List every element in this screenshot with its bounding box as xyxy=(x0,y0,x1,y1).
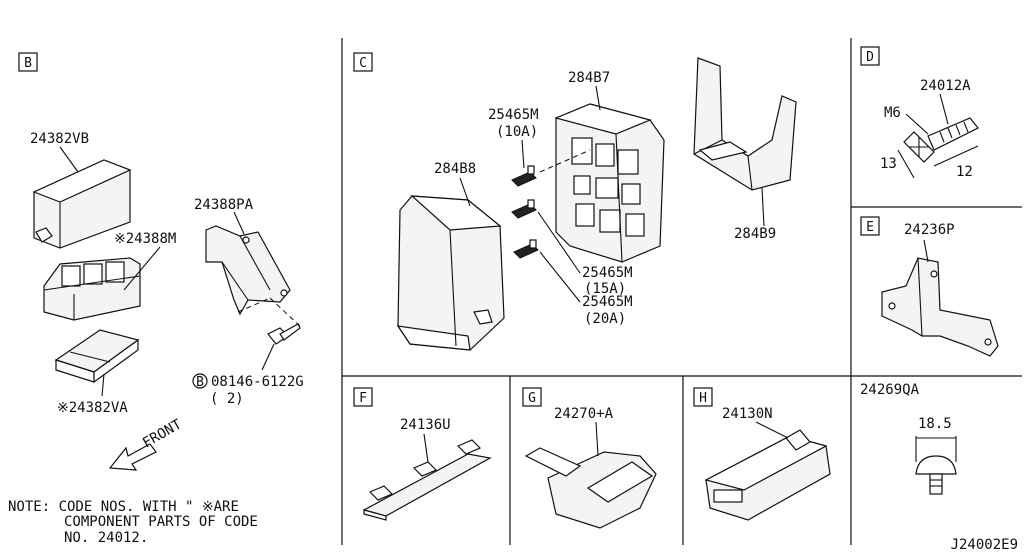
label-bolt: B 08146-6122G ( 2) xyxy=(192,373,304,407)
part-bolt-08146 xyxy=(267,323,301,345)
part-24012a-bolt xyxy=(903,117,979,163)
note-line-3: NO. 24012. xyxy=(64,530,148,546)
label-24382va: ※24382VA xyxy=(57,400,128,416)
part-fuse-15a xyxy=(511,199,537,219)
section-e-letter: E xyxy=(866,220,874,235)
label-24136u: 24136U xyxy=(400,417,451,433)
label-284b9: 284B9 xyxy=(734,226,776,242)
part-fuse-10a xyxy=(511,165,537,187)
front-label: FRONT xyxy=(140,416,185,451)
part-24130n-connector xyxy=(704,429,831,521)
part-284b7-fuse-block xyxy=(554,103,665,263)
label-24012a: 24012A xyxy=(920,78,971,94)
label-25465m-20a: 25465M xyxy=(582,294,633,310)
section-g-tag: G xyxy=(522,387,542,407)
label-25465m-15a-rating: (15A) xyxy=(584,281,626,297)
label-25465m-20a-rating: (20A) xyxy=(584,311,626,327)
section-frames xyxy=(341,38,1022,545)
part-fuse-20a xyxy=(513,239,539,259)
label-25465m-15a: 25465M xyxy=(582,265,633,281)
part-284b9-bracket xyxy=(693,57,797,191)
bolt-prefix-badge: B xyxy=(196,375,204,390)
part-24269qa-clip xyxy=(915,436,957,495)
label-24269qa: 24269QA xyxy=(860,382,920,398)
part-24388m-holder xyxy=(43,257,141,321)
label-24388m: ※24388M xyxy=(114,231,176,247)
part-284b8-cover xyxy=(396,195,505,351)
label-dim-13: 13 xyxy=(880,156,897,172)
section-f-letter: F xyxy=(359,391,367,406)
label-25465m-10a-rating: (10A) xyxy=(496,124,538,140)
section-d-letter: D xyxy=(866,50,874,65)
label-24130n: 24130N xyxy=(722,406,773,422)
note-line-1: NOTE: CODE NOS. WITH " ※ARE xyxy=(8,499,239,515)
section-g-letter: G xyxy=(528,391,536,406)
label-24236p: 24236P xyxy=(904,222,955,238)
label-24270a: 24270+A xyxy=(554,406,614,422)
part-24136u-rail xyxy=(362,439,492,521)
note-block: NOTE: CODE NOS. WITH " ※ARE COMPONENT PA… xyxy=(8,499,258,546)
front-arrow: FRONT xyxy=(108,416,185,471)
label-m6: M6 xyxy=(884,105,901,121)
section-c-letter: C xyxy=(359,56,367,71)
label-dim-12: 12 xyxy=(956,164,973,180)
part-24236p-bracket xyxy=(881,257,999,357)
label-dim-18-5: 18.5 xyxy=(918,416,952,432)
part-24388pa-bracket xyxy=(205,225,291,316)
label-24382vb: 24382VB xyxy=(30,131,89,147)
section-d-tag: D xyxy=(860,46,880,66)
part-24382vb-cover xyxy=(32,159,132,249)
label-24388pa: 24388PA xyxy=(194,197,254,213)
label-bolt-code: 08146-6122G xyxy=(211,374,304,390)
diagram-code: J24002E9 xyxy=(951,537,1018,553)
section-e-tag: E xyxy=(860,216,880,236)
note-line-2: COMPONENT PARTS OF CODE xyxy=(64,514,258,530)
section-b-tag: B xyxy=(18,52,38,72)
label-bolt-qty: ( 2) xyxy=(210,391,244,407)
label-284b8: 284B8 xyxy=(434,161,476,177)
section-b-letter: B xyxy=(24,56,32,71)
section-f-tag: F xyxy=(353,387,373,407)
section-h-letter: H xyxy=(699,391,707,406)
label-25465m-10a: 25465M xyxy=(488,107,539,123)
part-24270a-harness xyxy=(524,447,657,529)
section-c-tag: C xyxy=(353,52,373,72)
label-284b7: 284B7 xyxy=(568,70,610,86)
part-24382va-base xyxy=(54,329,140,384)
section-h-tag: H xyxy=(693,387,713,407)
